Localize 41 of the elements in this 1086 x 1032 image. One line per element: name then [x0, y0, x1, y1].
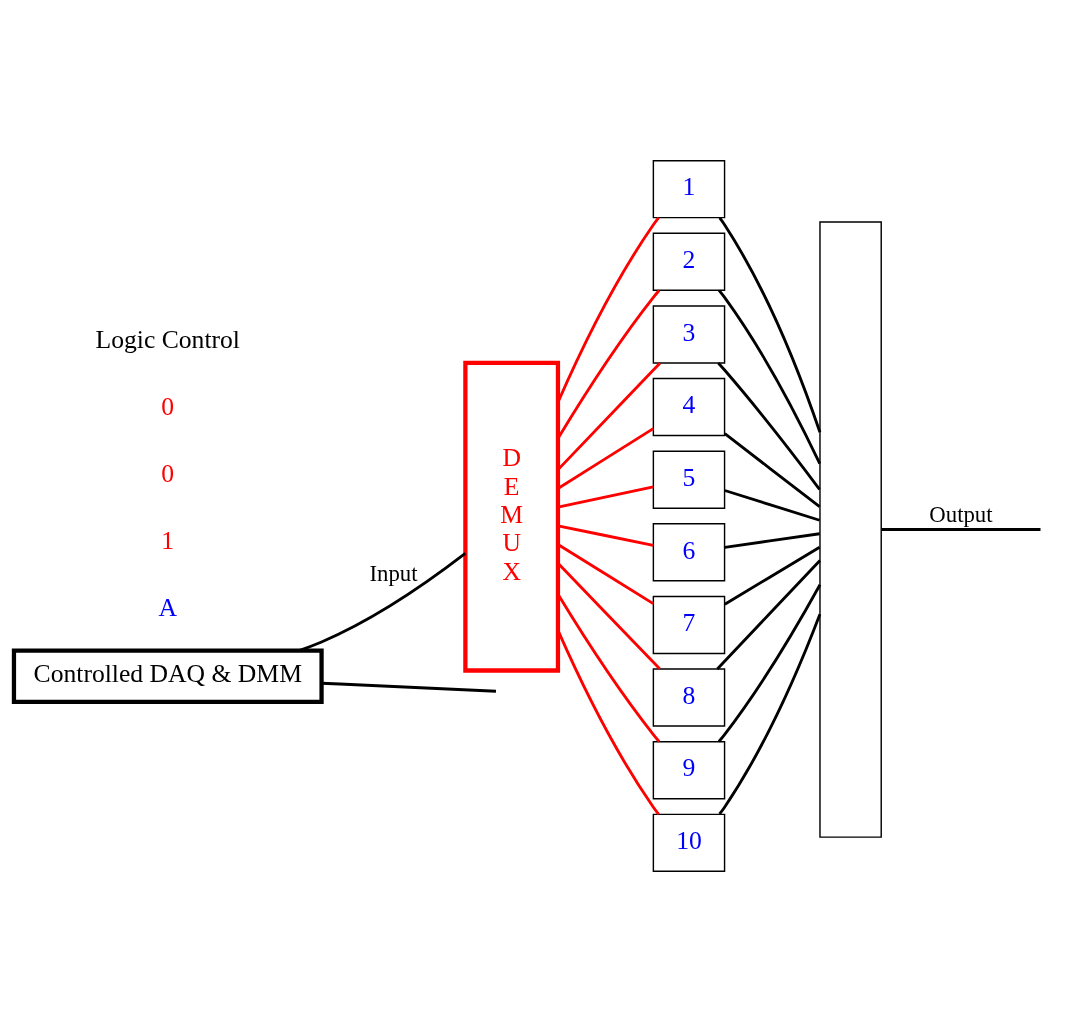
node-box: 1 [652, 160, 726, 219]
node-box: 5 [652, 450, 726, 509]
connector [724, 489, 821, 522]
connector [556, 216, 660, 403]
connector [557, 485, 654, 509]
connector [557, 543, 654, 605]
label: 1 [161, 525, 175, 555]
node-box: 3 [652, 305, 726, 364]
connector [557, 562, 661, 670]
connector [298, 552, 467, 652]
node-box: 10 [652, 813, 726, 872]
node-box: 8 [652, 668, 726, 727]
connector [557, 362, 661, 471]
edge-label: Input [369, 560, 418, 586]
connector [717, 289, 822, 465]
node-box: 4 [652, 377, 726, 437]
connector [557, 289, 661, 439]
node-bar [819, 221, 882, 838]
node-box: 6 [652, 523, 726, 582]
label: Logic Control [95, 324, 240, 354]
connector [321, 681, 497, 693]
node-box: 2 [652, 232, 726, 291]
edge-label: Output [929, 502, 993, 528]
node-box: 7 [652, 595, 726, 655]
connector [717, 584, 822, 743]
label: 0 [161, 391, 175, 421]
connector [881, 528, 1041, 531]
connector [718, 217, 822, 433]
label: 0 [161, 458, 175, 488]
node-box: Controlled DAQ & DMM [11, 648, 324, 704]
node-box: D E M U X [463, 360, 561, 673]
connector [723, 432, 821, 508]
connector [557, 524, 654, 547]
node-box: 9 [652, 741, 726, 800]
connector [557, 427, 654, 490]
label: A [158, 592, 178, 622]
connector [716, 559, 821, 671]
connector [724, 546, 821, 606]
connector [717, 362, 821, 491]
connector [724, 532, 820, 549]
connector [718, 613, 822, 815]
